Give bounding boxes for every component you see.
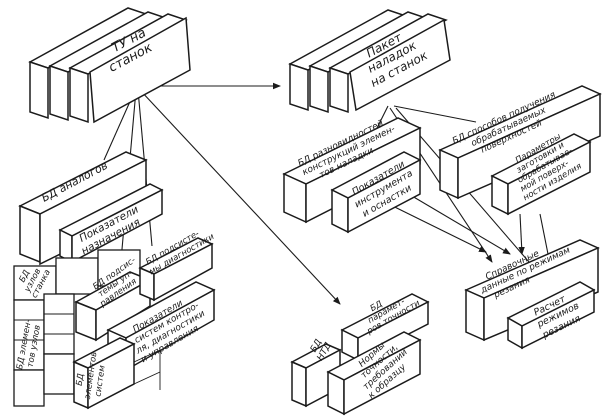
paket-front [349, 18, 451, 112]
bd-sposobov-group: БД способов получения обрабатываемых пов… [438, 85, 602, 216]
arrow-instrument-spravochnye [411, 195, 511, 255]
pokazateli-instrumenta [347, 158, 421, 234]
parametry-zagotovki [507, 140, 591, 216]
left-cluster: БД аналогов Показатели назначения БД узл… [13, 151, 217, 410]
tu-stack: ТУ на станок [28, 7, 191, 124]
bd-podsistemy-upravleniya [95, 278, 151, 342]
ntd-group: БД НТД БД парамет- ров точности Нормы то… [290, 293, 430, 416]
connectors [103, 82, 556, 305]
paket-stack: Пакет наладок на станок [288, 9, 451, 114]
tu-front [89, 16, 191, 124]
bd-raznovidnostei-group: БД разновидностей конструкций элемен- то… [282, 117, 422, 234]
bd-podsistemy-diagnostiki [153, 242, 213, 302]
arrow-zagotovka-spravochnye [518, 213, 525, 255]
normy [343, 338, 421, 416]
arrow-tu-to-bd-parametrov [139, 89, 341, 305]
normy-label: Нормы точности, требований к образцу [347, 331, 419, 401]
pokazateli-naznacheniya [71, 188, 163, 264]
raschet [521, 288, 595, 350]
bd-sposobov [457, 92, 601, 200]
bd-parametrov [357, 300, 429, 362]
bd-elementov-sistem-label: БД элементов систем [73, 347, 110, 401]
line-paket-bd-sposobov [393, 105, 477, 123]
